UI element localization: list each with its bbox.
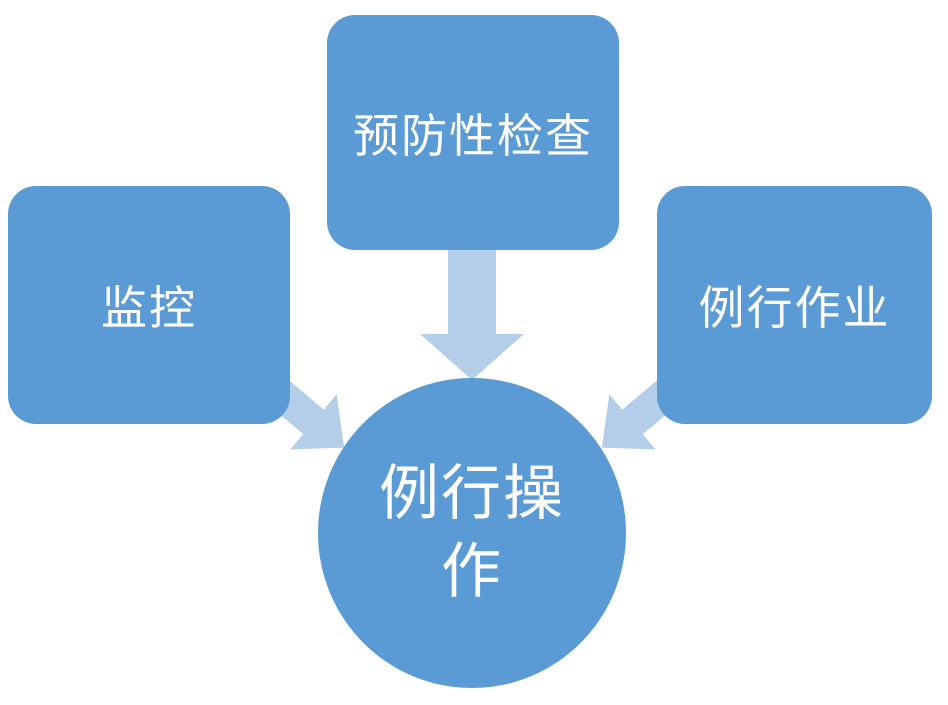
node-preventive-inspection-label: 预防性检查	[353, 108, 593, 163]
node-monitoring: 监控	[8, 186, 290, 424]
node-routine-operation-label: 例行操作	[379, 459, 565, 607]
arrow-preventive-to-center	[420, 250, 524, 380]
node-routine-operation: 例行操作	[318, 378, 626, 688]
node-routine-work-label: 例行作业	[698, 281, 891, 335]
node-monitoring-label: 监控	[101, 281, 197, 335]
node-preventive-inspection: 预防性检查	[327, 15, 619, 250]
node-routine-work: 例行作业	[657, 186, 932, 424]
